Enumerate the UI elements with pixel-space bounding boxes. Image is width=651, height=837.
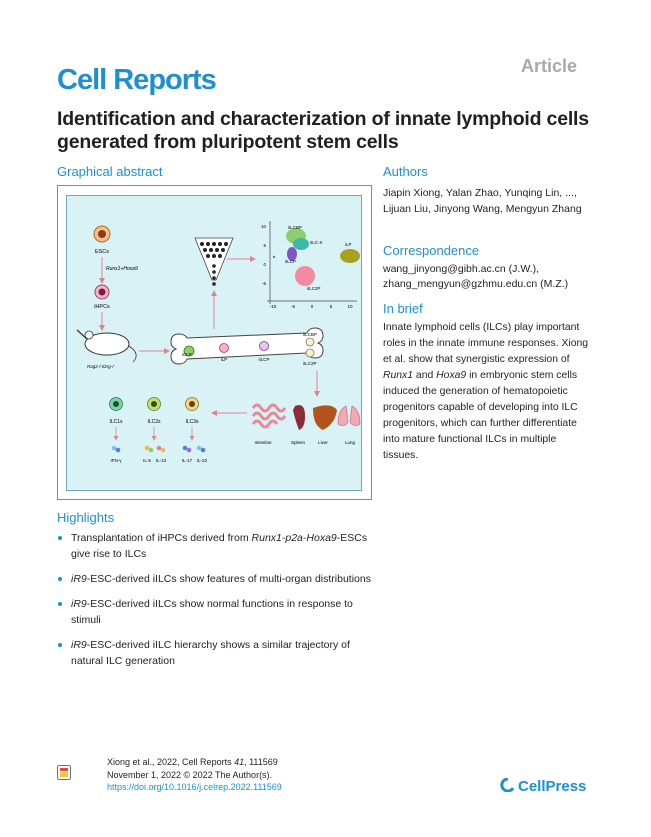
label-mouse: Rag2-/-Il2rg-/- <box>87 364 116 369</box>
umap-xtick: 5 <box>330 304 333 309</box>
authors-heading: Authors <box>383 164 428 179</box>
graphical-abstract-figure: ESCs Runx1+Hoxa9 iHPCs Rag2-/-Il2rg-/- <box>57 185 372 500</box>
graphical-abstract-drawing: ESCs Runx1+Hoxa9 iHPCs Rag2-/-Il2rg-/- <box>76 221 361 463</box>
citation-date: November 1, 2022 © 2022 The Author(s). <box>107 769 273 780</box>
umap-plot <box>267 221 360 304</box>
in-brief-heading: In brief <box>383 301 423 316</box>
label-spleen: Spleen <box>291 440 306 445</box>
umap-ytick: 0 <box>263 262 266 267</box>
citation: Xiong et al., 2022, Cell Reports 41, 111… <box>107 756 387 794</box>
bullet-icon <box>58 643 62 647</box>
ilc2-cell-icon <box>147 397 161 411</box>
bullet-icon <box>58 577 62 581</box>
highlight-item: iR9-ESC-derived iILCs show normal functi… <box>57 596 377 628</box>
umap-label-ilcp: iILCP <box>285 259 296 264</box>
journal-title: Cell Reports <box>57 64 217 96</box>
umap-ytick: -5 <box>262 281 266 286</box>
umap-label-ilp: iLP <box>345 242 352 247</box>
lung-icon <box>337 405 361 426</box>
label-ilp: iLP <box>221 357 228 362</box>
umap-xtick: 0 <box>311 304 314 309</box>
label-ilc3s: ILC3s <box>185 419 199 425</box>
ilc1-cell-icon <box>109 397 123 411</box>
mouse-icon <box>76 329 137 363</box>
check-for-updates-icon[interactable] <box>57 765 71 780</box>
label-runx-hoxa: Runx1+Hoxa9 <box>106 266 138 272</box>
highlights-list: Transplantation of iHPCs derived from Ru… <box>57 530 377 678</box>
cellpress-icon <box>500 777 515 793</box>
article-title: Identification and characterization of i… <box>57 108 589 153</box>
correspondence-emails: wang_jinyong@gibh.ac.cn (J.W.), zhang_me… <box>383 262 603 292</box>
umap-xtick: 10 <box>347 304 353 309</box>
graphical-abstract-panel: ESCs Runx1+Hoxa9 iHPCs Rag2-/-Il2rg-/- <box>66 195 362 491</box>
label-il22: IL-22 <box>197 458 208 463</box>
cytokine-icons <box>111 445 206 453</box>
liver-icon <box>313 405 337 430</box>
highlight-item: Transplantation of iHPCs derived from Ru… <box>57 530 377 562</box>
correspondence-email-2[interactable]: zhang_mengyun@gzhmu.edu.cn (M.Z.) <box>383 278 569 290</box>
highlights-heading: Highlights <box>57 510 115 525</box>
highlight-item: iR9-ESC-derived iILCs show features of m… <box>57 571 377 587</box>
label-intestine: Intestine <box>254 440 272 445</box>
doi-link[interactable]: https://doi.org/10.1016/j.celrep.2022.11… <box>107 782 282 792</box>
article-type-label: Article <box>521 56 578 76</box>
label-ilc2p: iILC2P <box>303 361 317 366</box>
label-il5: IL-5 <box>143 458 151 463</box>
correspondence-email-1[interactable]: wang_jinyong@gibh.ac.cn (J.W.), <box>383 263 539 275</box>
in-brief-text: Innate lymphoid cells (ILCs) play import… <box>383 322 589 461</box>
umap-label-ilcbp: iILCBP <box>288 225 302 230</box>
label-iclp: iCLP <box>182 352 192 357</box>
umap-ytick: 10 <box>261 224 267 229</box>
label-ilcbp: iILCBP <box>303 332 317 337</box>
label-ihpcs: iHPCs <box>94 304 110 310</box>
label-lung: Lung <box>345 440 356 445</box>
label-il17: IL-17 <box>182 458 193 463</box>
label-liver: Liver <box>318 440 328 445</box>
sorting-funnel-icon <box>194 237 234 286</box>
umap-label-ilcx: iILC-X <box>310 240 323 245</box>
label-ilc2s: ILC2s <box>147 419 161 425</box>
label-ilc1s: ILC1s <box>109 419 123 425</box>
umap-xtick: -10 <box>270 304 277 309</box>
ihpc-cell-icon <box>94 284 110 300</box>
umap-ytick: 5 <box>263 243 266 248</box>
spleen-icon <box>293 405 305 430</box>
umap-xtick: -5 <box>291 304 295 309</box>
graphical-abstract-heading: Graphical abstract <box>57 164 163 179</box>
label-il13: IL-13 <box>156 458 167 463</box>
authors-list: Jiapin Xiong, Yalan Zhao, Yunqing Lin, .… <box>383 187 582 215</box>
citation-line: Xiong et al., 2022, Cell Reports 41, 111… <box>107 757 278 767</box>
ilc3-cell-icon <box>185 397 199 411</box>
umap-label-ilc2p: iILC2P <box>307 286 321 291</box>
label-ilcp: iILCP <box>258 357 269 362</box>
cellpress-logo: CellPress <box>500 777 586 795</box>
label-escs: ESCs <box>95 249 109 255</box>
bullet-icon <box>58 602 62 606</box>
correspondence-heading: Correspondence <box>383 243 480 258</box>
intestine-icon <box>251 403 287 429</box>
label-ifng: IFN-γ <box>111 458 123 463</box>
bullet-icon <box>58 536 62 540</box>
esc-cell-icon <box>93 225 111 243</box>
bone-marrow-icon <box>170 327 324 365</box>
highlight-item: iR9-ESC-derived iILC hierarchy shows a s… <box>57 637 377 669</box>
